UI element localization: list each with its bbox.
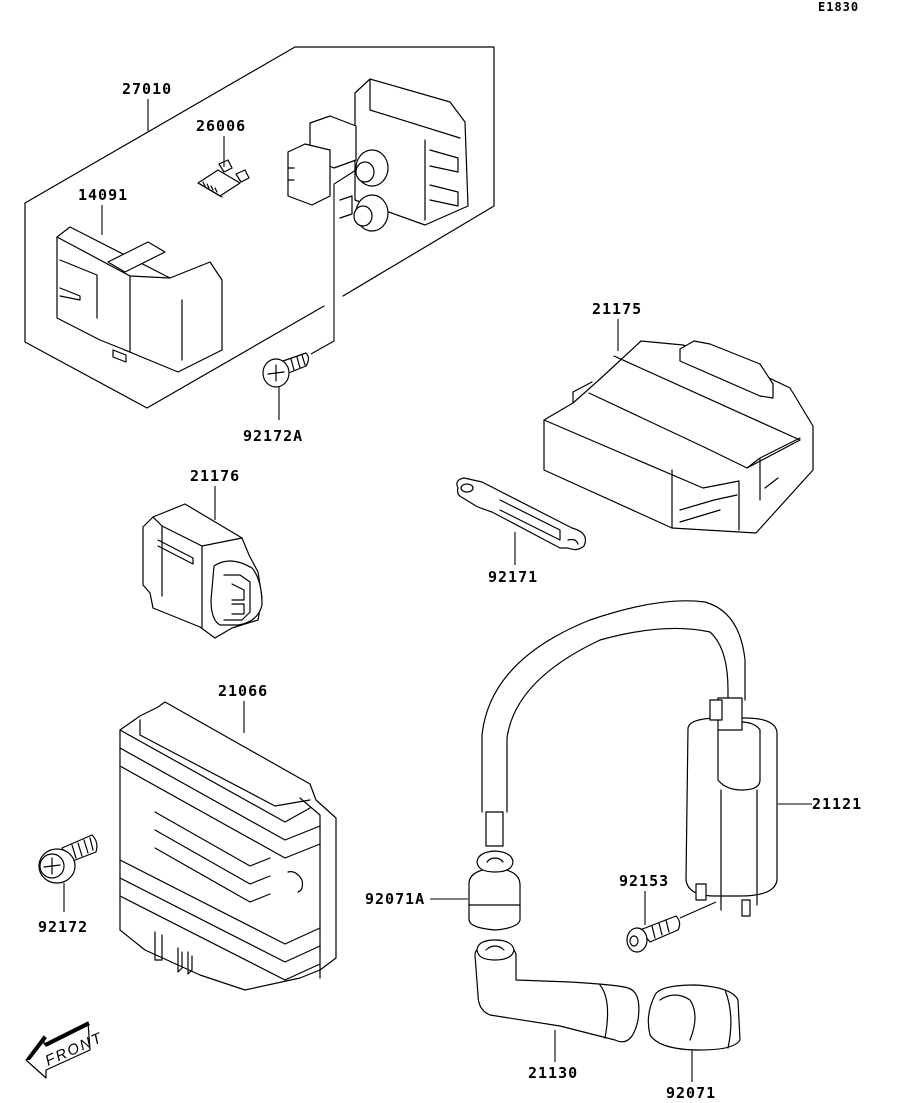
part-92171-clamp[interactable] xyxy=(456,477,587,551)
diagram-code: E1830 xyxy=(818,0,859,14)
label-92071A[interactable]: 92071A xyxy=(365,890,425,908)
part-21121-ignition-coil[interactable] xyxy=(481,600,778,917)
label-21121[interactable]: 21121 xyxy=(812,795,862,813)
part-27010-relay-unit[interactable] xyxy=(287,78,469,232)
label-21130[interactable]: 21130 xyxy=(528,1064,578,1082)
part-27010-group-frame xyxy=(24,46,495,409)
leader-92153-to-coil xyxy=(679,901,717,919)
label-27010[interactable]: 27010 xyxy=(122,80,172,98)
part-26006-fuse[interactable] xyxy=(197,159,250,198)
label-92071[interactable]: 92071 xyxy=(666,1084,716,1102)
part-92153-bolt[interactable] xyxy=(626,915,681,953)
label-92171[interactable]: 92171 xyxy=(488,568,538,586)
part-21130-plug-cap[interactable] xyxy=(474,939,640,1043)
part-92172-bolt[interactable] xyxy=(38,834,98,884)
label-21176[interactable]: 21176 xyxy=(190,467,240,485)
label-14091[interactable]: 14091 xyxy=(78,186,128,204)
label-21175[interactable]: 21175 xyxy=(592,300,642,318)
label-92172[interactable]: 92172 xyxy=(38,918,88,936)
part-21066-regulator[interactable] xyxy=(119,701,337,991)
part-92071A-grommet[interactable] xyxy=(468,850,521,931)
label-92172A[interactable]: 92172A xyxy=(243,427,303,445)
part-92172A-bolt[interactable] xyxy=(262,352,310,388)
part-21175-ecu[interactable] xyxy=(543,340,814,534)
part-21176-relay[interactable] xyxy=(142,503,263,639)
label-26006[interactable]: 26006 xyxy=(196,117,246,135)
leader-92172A-upper xyxy=(310,169,357,355)
front-direction-arrow: FRONT xyxy=(25,1021,106,1079)
part-92071-grommet[interactable] xyxy=(647,984,741,1051)
label-21066[interactable]: 21066 xyxy=(218,682,268,700)
label-92153[interactable]: 92153 xyxy=(619,872,669,890)
part-14091-cover[interactable] xyxy=(56,226,223,373)
